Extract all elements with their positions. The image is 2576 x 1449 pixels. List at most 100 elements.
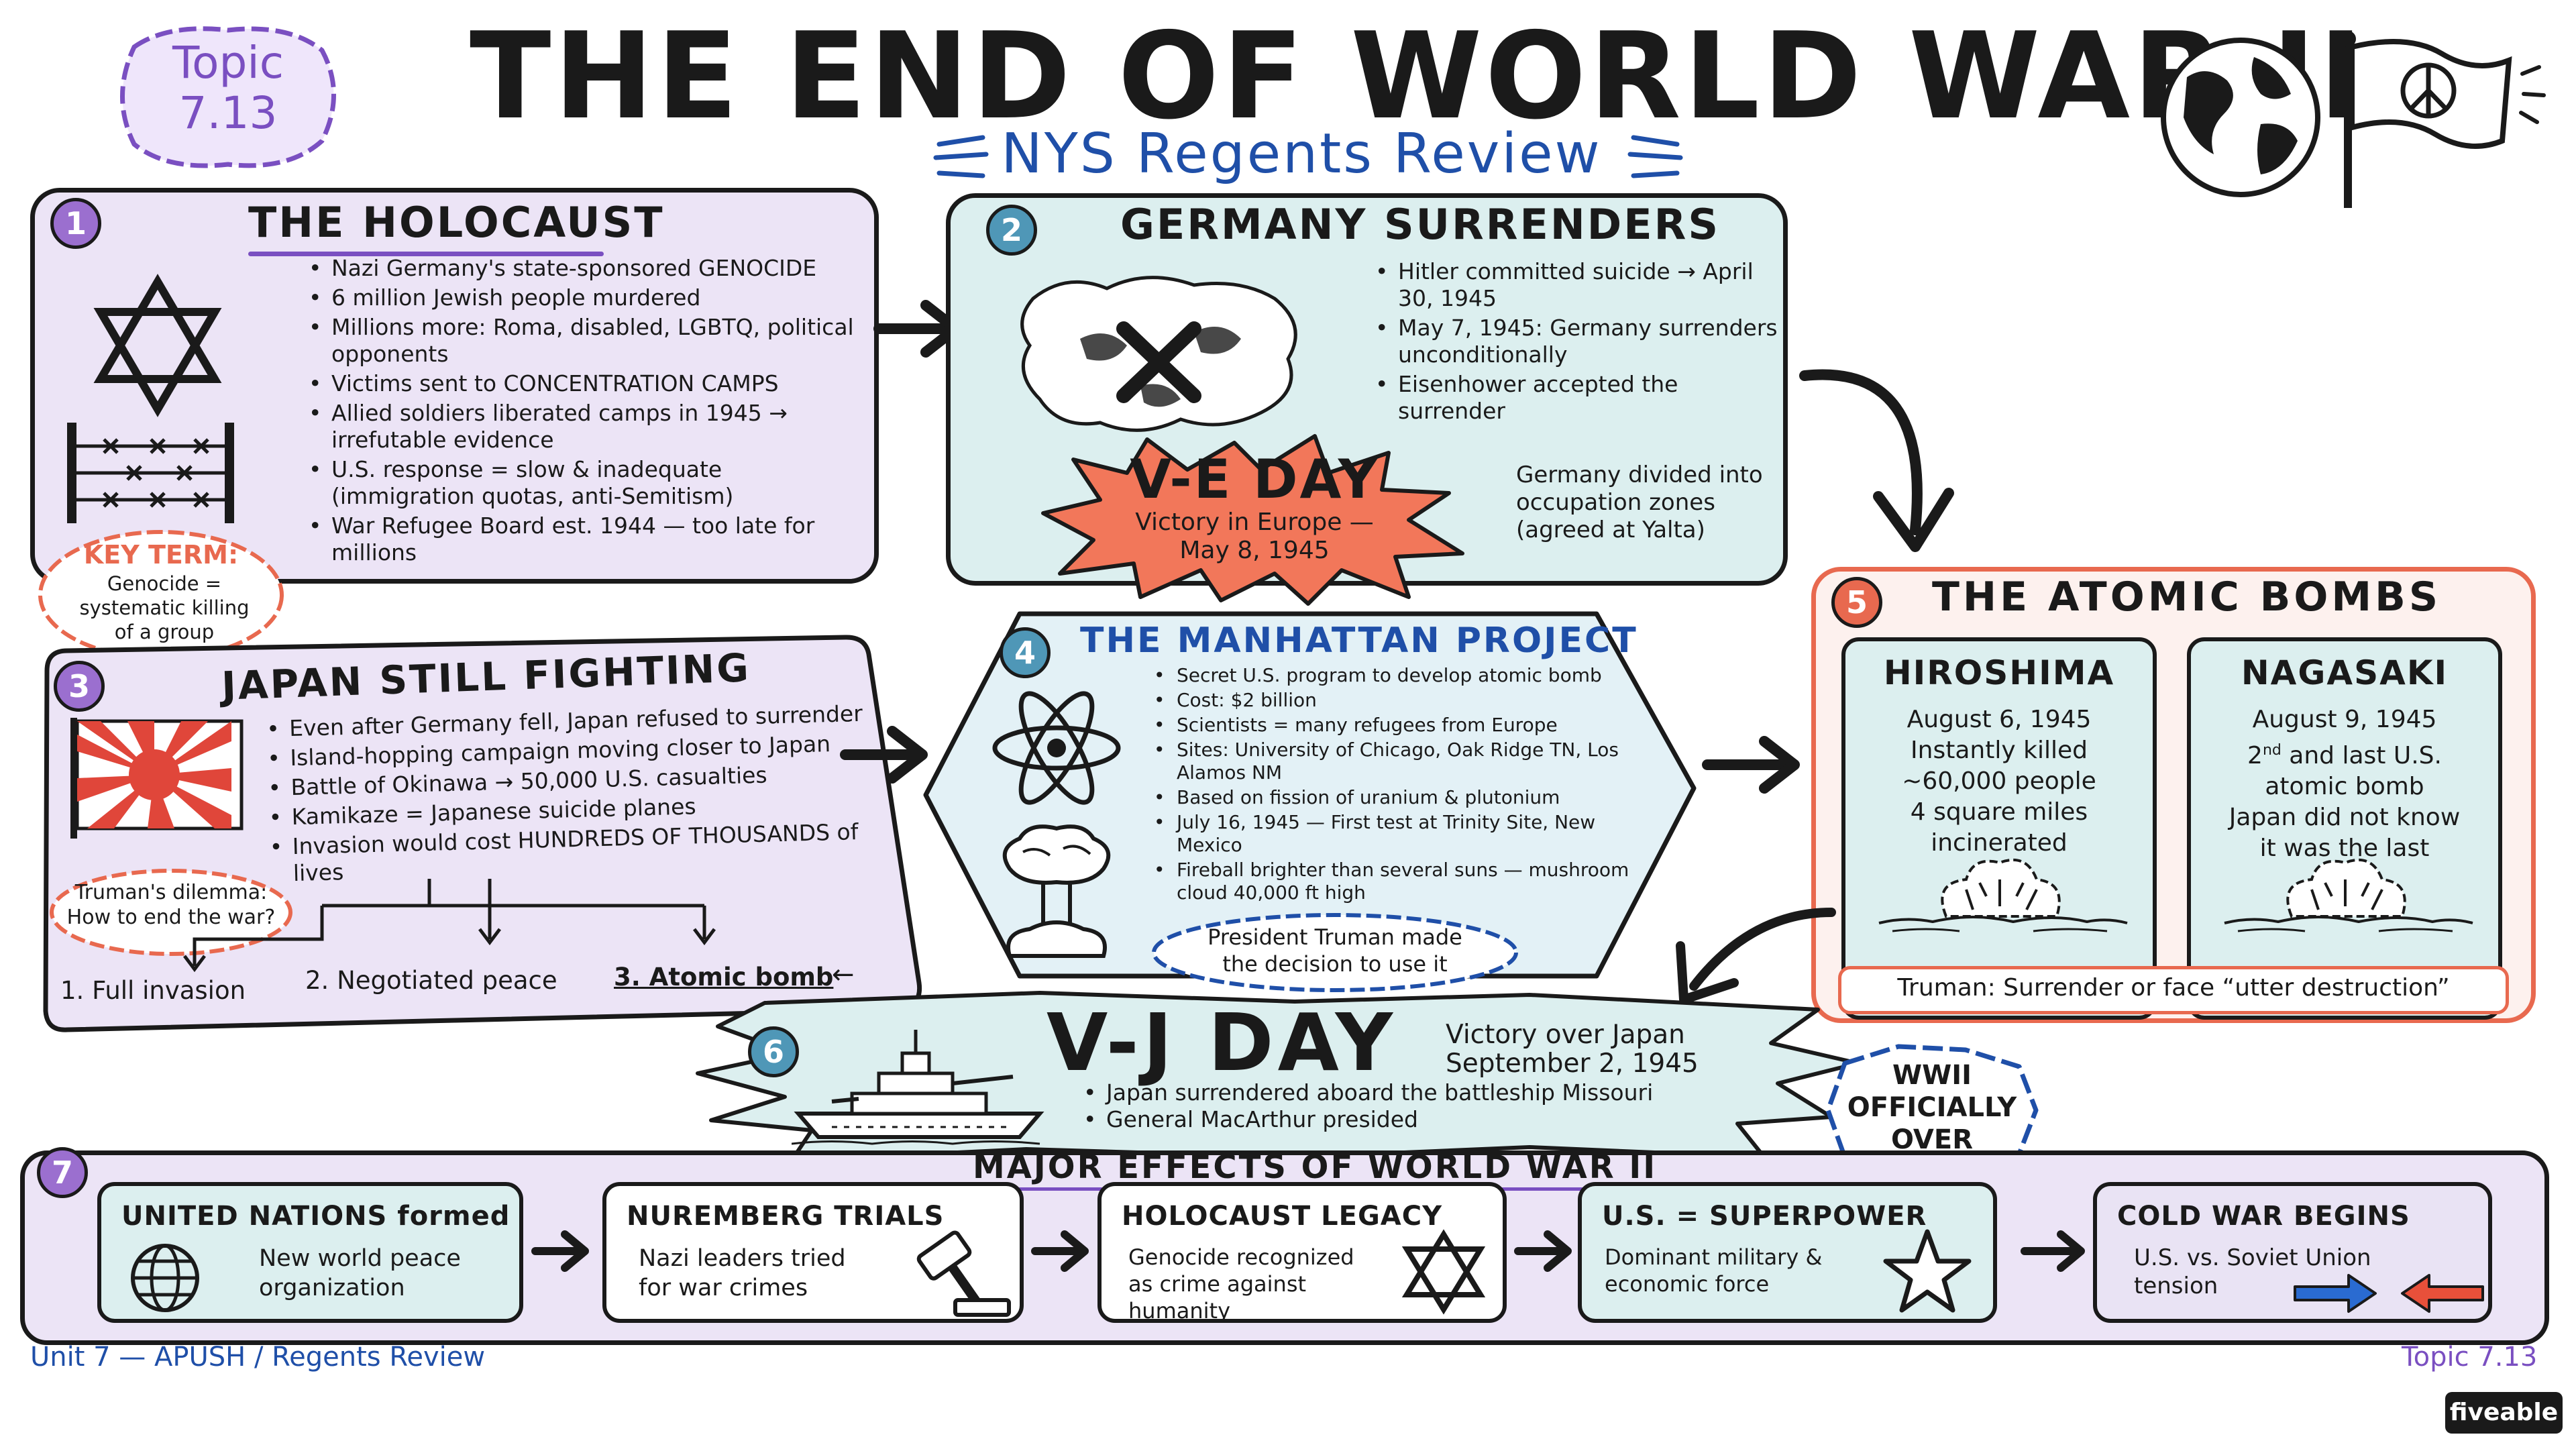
footer-unit-label: Unit 7 — APUSH / Regents Review [30,1342,486,1373]
opposing-arrows-icon [2294,1274,2484,1313]
option-negotiated-peace: 2. Negotiated peace [305,966,557,995]
list-item: U.S. response = slow & inadequate (immig… [309,456,865,510]
list-item: War Refugee Board est. 1944 — too late f… [309,513,865,566]
list-item: Fireball brighter than several suns — mu… [1154,859,1650,904]
star-icon [1883,1229,1972,1313]
germany-title: GERMANY SURRENDERS [1120,200,1720,249]
peace-flag-icon [2340,31,2546,208]
ve-day-starburst [1041,434,1464,606]
vj-day-date-line2: September 2, 1945 [1446,1049,1699,1079]
arrow-effects-4 [2021,1230,2085,1272]
globe-icon [131,1244,199,1312]
option-atomic-bomb: 3. Atomic bomb [614,963,834,991]
nagasaki-details: August 9, 1945 2nd and last U.S. atomic … [2229,706,2461,862]
section-number-2: 2 [986,205,1037,256]
effect-united-nations: UNITED NATIONS formed New world peace or… [97,1182,523,1323]
vj-day-title: V-J DAY [1046,996,1397,1089]
wwii-over-line1: WWII [1892,1060,1972,1091]
arrow-germany-to-atomic [1799,369,1954,552]
truman-dilemma-bubble [50,869,292,956]
topic-badge-line2: 7.13 [178,87,278,139]
hiroshima-card: HIROSHIMA August 6, 1945 Instantly kille… [1841,637,2157,1020]
footer-topic-label: Topic 7.13 [2402,1342,2538,1373]
ve-day-title: V-E DAY [1130,448,1379,511]
subtitle-right-marks [1627,135,1683,178]
list-item: Scientists = many refugees from Europe [1154,714,1650,737]
manhattan-title: THE MANHATTAN PROJECT [1080,621,1638,661]
effect-us-superpower: U.S. = SUPERPOWER Dominant military & ec… [1578,1182,1997,1323]
section-number-6: 6 [748,1026,799,1077]
holocaust-title: THE HOLOCAUST [248,198,665,247]
ve-day-line1: Victory in Europe — [1135,508,1374,536]
list-item: Allied soldiers liberated camps in 1945 … [309,400,865,453]
key-term-bubble [38,530,284,660]
list-item: General MacArthur presided [1083,1107,1754,1133]
truman-dilemma-line1: Truman's dilemma: [74,881,268,904]
list-item: Secret U.S. program to develop atomic bo… [1154,664,1650,687]
list-item: Millions more: Roma, disabled, LGBTQ, po… [309,314,865,368]
list-item: Cost: $2 billion [1154,689,1650,712]
germany-bullets: Hitler committed suicide → April 30, 194… [1375,258,1778,427]
subtitle-left-marks [933,135,989,178]
section-number-7: 7 [37,1147,88,1198]
star-of-david-icon [1401,1229,1486,1315]
arrow-effects-2 [1031,1230,1089,1272]
effect-nuremberg-trials: NUREMBERG TRIALS Nazi leaders tried for … [602,1182,1024,1323]
star-of-david-icon [93,274,222,417]
holocaust-bullets: Nazi Germany's state-sponsored GENOCIDE … [309,255,865,569]
japan-bullets: Even after Germany fell, Japan refused t… [266,700,888,890]
section-number-5: 5 [1831,577,1882,628]
arrow-atomic-to-vj [1676,908,1836,1004]
arrow-effects-1 [531,1230,589,1272]
gavel-icon [916,1230,1011,1317]
key-term-text: Genocide = systematic killing of a group [79,572,250,643]
wwii-over-line2: OFFICIALLY [1847,1092,2017,1123]
truman-quote: Truman: Surrender or face “utter destruc… [1897,974,2450,1002]
brand-logo: fiveable [2445,1392,2563,1434]
hiroshima-details: August 6, 1945 Instantly killed ~60,000 … [1902,706,2096,857]
truman-decision-line2: the decision to use it [1222,951,1448,977]
subtitle: NYS Regents Review [1001,122,1602,186]
topic-badge-shape [120,26,336,168]
arrow-japan-to-manhattan [840,726,928,784]
list-item: Based on fission of uranium & plutonium [1154,786,1650,809]
nagasaki-title: NAGASAKI [2241,653,2449,692]
arrow-manhattan-to-atomic [1702,736,1800,794]
section-number-3: 3 [54,661,105,712]
vj-day-date-line1: Victory over Japan [1446,1020,1685,1050]
key-term-title: KEY TERM: [83,540,239,570]
germany-divided-note: Germany divided into occupation zones (a… [1516,462,1763,543]
list-item: Japan surrendered aboard the battleship … [1083,1080,1754,1106]
section-number-1: 1 [50,198,101,249]
effects-title: MAJOR EFFECTS OF WORLD WAR II [973,1148,1658,1186]
option-full-invasion: 1. Full invasion [60,976,246,1005]
globe-icon [2161,38,2320,197]
list-item: Nazi Germany's state-sponsored GENOCIDE [309,255,865,282]
truman-quote-box [1838,966,2509,1014]
effect-cold-war-begins: COLD WAR BEGINS U.S. vs. Soviet Union te… [2093,1182,2492,1323]
effect-holocaust-legacy: HOLOCAUST LEGACY Genocide recognized as … [1097,1182,1507,1324]
option-atomic-bomb-arrow: ← [832,959,855,990]
manhattan-bullets: Secret U.S. program to develop atomic bo… [1154,664,1650,906]
holocaust-title-underline [248,252,604,256]
explosion-icon [1878,859,2128,932]
hiroshima-title: HIROSHIMA [1883,653,2115,692]
explosion-icon [2224,859,2473,932]
mushroom-cloud-icon [1002,824,1111,958]
vj-bullets: Japan surrendered aboard the battleship … [1083,1080,1754,1134]
battleship-icon [792,1030,1044,1145]
arrow-effects-3 [1514,1230,1572,1272]
atomic-title: THE ATOMIC BOMBS [1932,574,2442,621]
topic-badge-line1: Topic [172,37,284,89]
page-title: THE END OF WORLD WAR II [470,7,2366,146]
rising-sun-flag-icon [70,718,244,839]
nagasaki-card: NAGASAKI August 9, 1945 2nd and last U.S… [2187,637,2502,1020]
list-item: Victims sent to CONCENTRATION CAMPS [309,370,865,397]
truman-decision-line1: President Truman made [1208,924,1462,950]
truman-dilemma-line2: How to end the war? [66,906,276,929]
list-item: Eisenhower accepted the surrender [1375,371,1778,425]
atom-icon [992,691,1121,805]
barbed-wire-icon [67,423,234,523]
europe-map-icon [1020,276,1297,432]
list-item: 6 million Jewish people murdered [309,284,865,311]
